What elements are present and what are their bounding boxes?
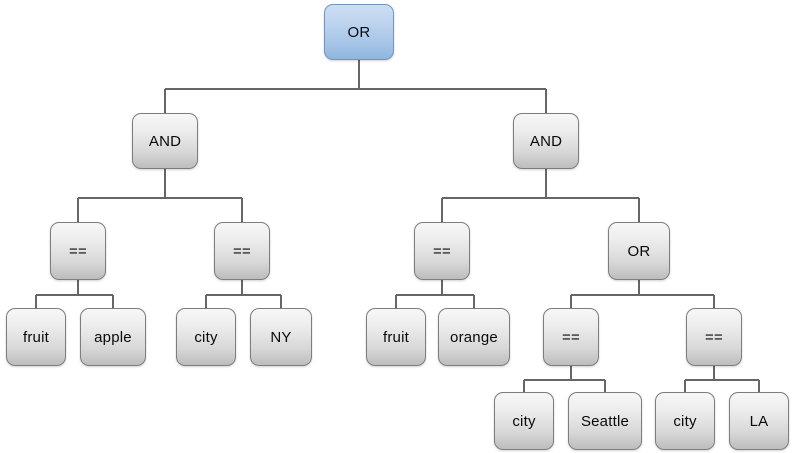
tree-node-n13[interactable]: == [543,308,599,366]
tree-node-label: Seattle [580,412,630,430]
tree-node-label: apple [94,328,132,346]
tree-node-label: orange [450,328,498,346]
tree-node-label: == [233,242,251,260]
tree-node-label: LA [749,412,769,430]
tree-node-n17[interactable]: city [655,392,715,450]
tree-node-n9[interactable]: city [176,308,236,366]
tree-node-n1[interactable]: AND [132,113,198,169]
tree-node-n18[interactable]: LA [729,392,789,450]
tree-node-label: OR [627,242,651,260]
tree-node-n5[interactable]: == [414,222,470,280]
tree-node-n3[interactable]: == [50,222,106,280]
tree-node-label: NY [270,328,292,346]
tree-node-n2[interactable]: AND [513,113,579,169]
tree-node-n15[interactable]: city [494,392,554,450]
tree-node-label: == [433,242,451,260]
tree-node-label: city [673,412,697,430]
tree-node-n7[interactable]: fruit [6,308,66,366]
tree-node-label: AND [529,132,563,150]
tree-node-label: AND [148,132,182,150]
tree-node-label: == [705,328,723,346]
tree-node-n16[interactable]: Seattle [568,392,642,450]
tree-node-label: fruit [382,328,409,346]
tree-node-n4[interactable]: == [214,222,270,280]
tree-node-label: city [194,328,218,346]
tree-node-label: city [512,412,536,430]
tree-node-label: fruit [22,328,49,346]
tree-node-n12[interactable]: orange [438,308,510,366]
tree-node-label: == [562,328,580,346]
tree-node-n8[interactable]: apple [80,308,146,366]
tree-node-n10[interactable]: NY [250,308,312,366]
tree-node-n0[interactable]: OR [324,4,394,60]
tree-node-n14[interactable]: == [686,308,742,366]
tree-node-label: == [69,242,87,260]
tree-node-n6[interactable]: OR [608,222,670,280]
tree-node-n11[interactable]: fruit [366,308,426,366]
tree-node-label: OR [347,23,371,41]
